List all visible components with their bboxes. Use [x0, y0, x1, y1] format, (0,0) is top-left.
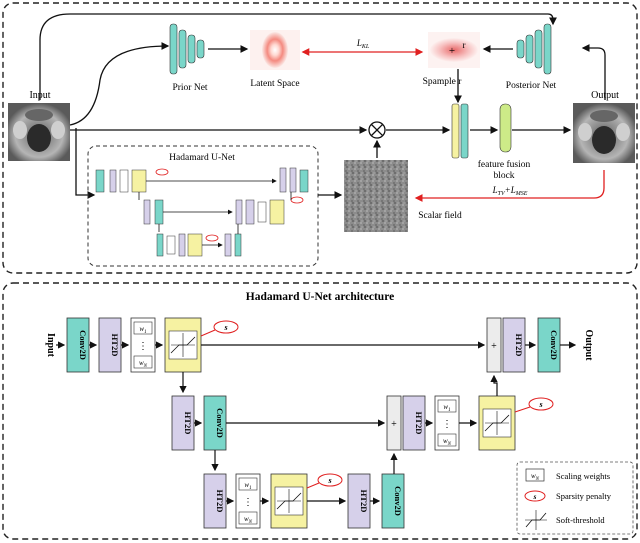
feature-fusion-label-1: feature fusion	[478, 159, 531, 170]
bottom-panel-title: Hadamard U-Net architecture	[246, 291, 394, 303]
svg-text:wN: wN	[531, 472, 540, 482]
input-mri-image	[8, 103, 70, 161]
l2-soft-threshold	[478, 395, 516, 451]
l1-s-link	[200, 329, 216, 337]
l2-s-text: s	[538, 400, 542, 409]
svg-text:r: r	[463, 40, 466, 50]
latent-space-label: Latent Space	[250, 79, 299, 89]
svg-text:w1: w1	[244, 481, 251, 491]
l2-conv2d-label: Conv2D	[215, 408, 225, 438]
l3-conv2d-label: Conv2D	[393, 486, 403, 516]
posterior-net	[516, 23, 552, 75]
svg-text:w1: w1	[443, 403, 450, 413]
kl-loss-label: LKL	[356, 38, 370, 50]
l3-s-text: s	[327, 476, 331, 485]
input-to-prior-arrow	[69, 42, 170, 126]
tv-mse-loss-arrow	[414, 170, 605, 202]
l3-s-link	[306, 482, 320, 489]
l3-scaling-weights: w1 ⋮ wN	[235, 473, 261, 529]
l1-s-text: s	[223, 323, 227, 332]
svg-text:wN: wN	[443, 437, 452, 447]
prior-net-label: Prior Net	[172, 83, 207, 93]
posterior-net-label: Posterior Net	[506, 81, 557, 91]
unet-output-label: Output	[583, 329, 594, 361]
output-to-posterior-arrow	[581, 44, 606, 100]
legend-sparsity-icon	[524, 490, 546, 502]
l1-out-conv2d-label: Conv2D	[549, 330, 559, 360]
l2-scaling-weights: w1 ⋮ wN	[434, 395, 460, 451]
svg-text:⋮: ⋮	[138, 341, 148, 352]
svg-text:s: s	[533, 492, 537, 501]
l2-up-ht2d-label: HT2D	[414, 412, 424, 435]
legend-soft-threshold: Soft-threshold	[556, 515, 605, 525]
sample-r-box: + r	[428, 32, 480, 68]
sample-r-label: Spample r	[423, 77, 463, 87]
mini-unet	[95, 167, 309, 257]
svg-text:wN: wN	[244, 515, 253, 525]
l1-scaling-weights: w1 ⋮ wN	[130, 317, 156, 373]
l1-plus: +	[491, 341, 497, 352]
multiply-node	[368, 121, 386, 139]
hadamard-unet-box	[87, 145, 319, 267]
top-panel-frame	[2, 2, 638, 274]
svg-text:+: +	[449, 45, 455, 57]
l3-soft-threshold	[270, 473, 308, 529]
legend-sparsity-penalty: Sparsity penalty	[556, 491, 612, 501]
l3-up-ht2d-label: HT2D	[359, 490, 369, 513]
l1-sparsity-penalty	[213, 320, 239, 334]
l2-s-link	[514, 406, 531, 413]
l2-sparsity-penalty	[528, 397, 554, 411]
svg-text:wN: wN	[139, 359, 148, 369]
svg-text:w1: w1	[139, 325, 146, 335]
unet-input-label: Input	[45, 333, 56, 358]
scalar-field-image	[344, 160, 408, 232]
l1-soft-threshold	[164, 317, 202, 373]
prior-net	[169, 23, 205, 75]
svg-text:⋮: ⋮	[442, 419, 452, 430]
svg-text:⋮: ⋮	[243, 497, 253, 508]
l1-conv2d-label: Conv2D	[78, 330, 88, 360]
l2-plus: +	[391, 419, 397, 430]
legend-weights-icon	[525, 468, 545, 482]
scalar-field-label: Scalar field	[418, 210, 462, 221]
legend-box: wN Scaling weights s Sparsity penalty So…	[516, 461, 634, 535]
l1-ht2d-label: HT2D	[110, 334, 120, 357]
tv-mse-loss-label: LTV+LMSE	[492, 185, 528, 197]
input-to-posterior-arrow	[39, 13, 557, 100]
l2-up-arrow	[490, 374, 498, 396]
l2-sum-block	[386, 395, 402, 451]
l1-sum-block	[486, 317, 502, 373]
legend-threshold-icon	[525, 510, 547, 530]
l1-up-ht2d-label: HT2D	[514, 334, 524, 357]
l3-sparsity-penalty	[317, 473, 343, 487]
legend-scaling-weights: Scaling weights	[556, 471, 610, 481]
hadamard-unet-label: Hadamard U-Net	[169, 153, 235, 163]
input-to-hadamard-arrow	[75, 128, 96, 199]
output-mri-image	[573, 103, 635, 163]
latent-space	[250, 30, 300, 70]
feature-fusion-label-2: block	[493, 171, 514, 181]
l3-ht2d-label: HT2D	[215, 490, 225, 513]
l3-conv2d-block	[381, 473, 405, 529]
feature-fusion-block	[451, 103, 512, 159]
l2-ht2d-label: HT2D	[183, 412, 193, 435]
